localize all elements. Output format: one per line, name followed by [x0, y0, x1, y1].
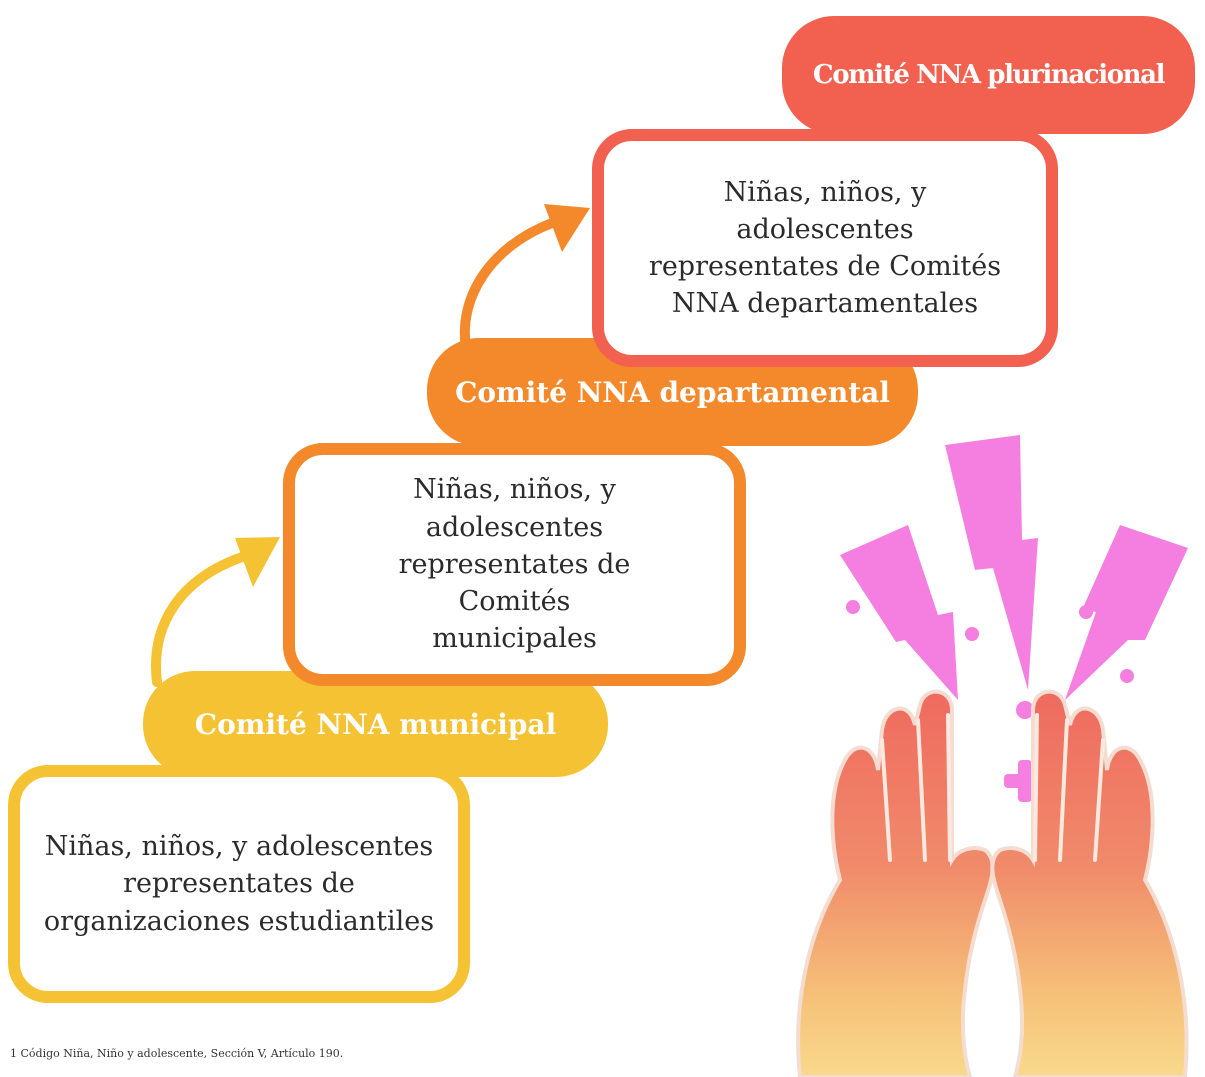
committee-label-municipal: Comité NNA municipal — [143, 671, 608, 777]
description-line: representates de Comités — [648, 251, 1002, 282]
description-line: municipales — [432, 623, 597, 655]
description-line: adolescentes — [425, 511, 604, 543]
description-line: Niñas, niños, y adolescentes — [44, 831, 434, 863]
description-line: organizaciones estudiantiles — [43, 905, 435, 937]
right-hand — [990, 689, 1189, 1077]
sparkle-dots — [846, 600, 1134, 719]
description-box-departamental: Niñas, niños, y adolescentes representat… — [283, 443, 746, 686]
description-box-municipal: Niñas, niños, y adolescentes representat… — [8, 765, 470, 1003]
arrow-municipal-to-departamental — [151, 537, 280, 687]
left-hand — [796, 689, 995, 1077]
committee-label-plurinacional: Comité NNA plurinacional — [782, 16, 1195, 134]
description-box-plurinacional: Niñas, niños, y adolescentes representat… — [592, 129, 1058, 367]
description-line: representates de Comités — [398, 548, 631, 618]
arrow-departamental-to-plurinacional — [459, 204, 590, 353]
description-line: Niñas, niños, y — [723, 176, 927, 208]
description-line: NNA departamentales — [671, 288, 979, 320]
lightning-icon — [840, 435, 1188, 700]
description-line: representates de — [123, 868, 355, 900]
footnote: 1 Código Niña, Niño y adolescente, Secci… — [10, 1047, 344, 1060]
description-line: adolescentes — [736, 213, 914, 245]
description-line: Niñas, niños, y — [413, 474, 616, 506]
